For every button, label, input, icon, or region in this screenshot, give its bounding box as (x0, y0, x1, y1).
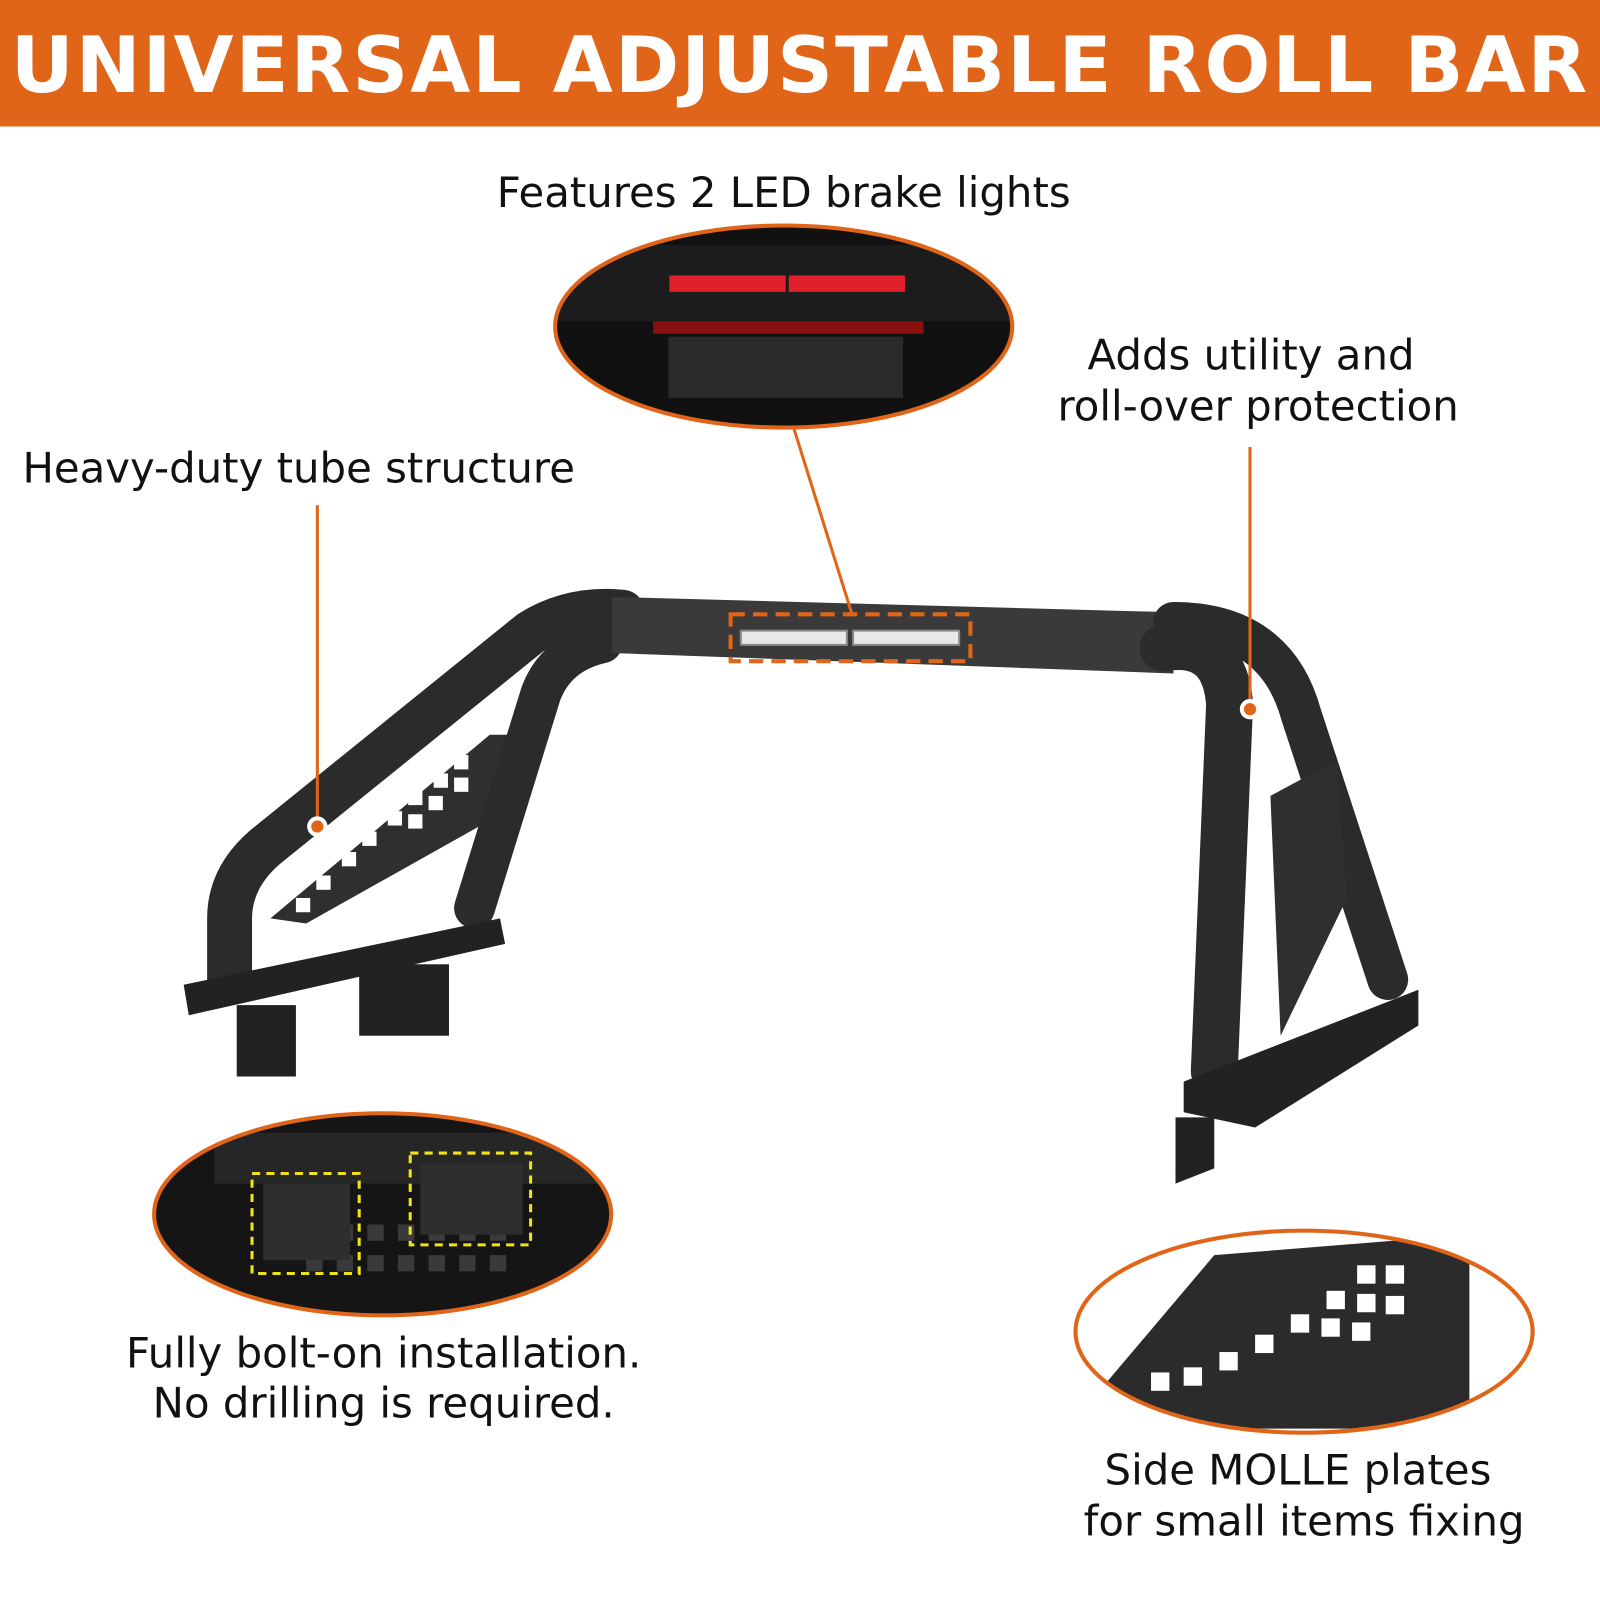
page-title: UNIVERSAL ADJUSTABLE ROLL BAR (11, 21, 1590, 111)
tube-callout-dot (307, 816, 328, 837)
caption-utility-line2: roll-over protection (1058, 381, 1459, 430)
utility-callout-dot (1239, 698, 1261, 720)
caption-brake-lights: Features 2 LED brake lights (497, 168, 1071, 217)
caption-molle-line2: for small items fixing (1084, 1497, 1525, 1546)
caption-molle-line1: Side MOLLE plates (1105, 1446, 1492, 1495)
led-detail-inset (553, 223, 1015, 430)
bolt-on-detail-inset (152, 1111, 614, 1318)
led-highlight-box (728, 612, 973, 664)
caption-utility-line1: Adds utility and (1088, 330, 1415, 379)
caption-tube-structure: Heavy-duty tube structure (22, 444, 575, 493)
caption-bolt-line2: No drilling is required. (153, 1378, 615, 1427)
callout-lines (315, 428, 1252, 827)
roll-bar-image (183, 588, 1419, 1184)
header-banner (0, 0, 1600, 127)
molle-detail-inset (1073, 1228, 1535, 1435)
caption-bolt-line1: Fully bolt-on installation. (126, 1328, 641, 1377)
